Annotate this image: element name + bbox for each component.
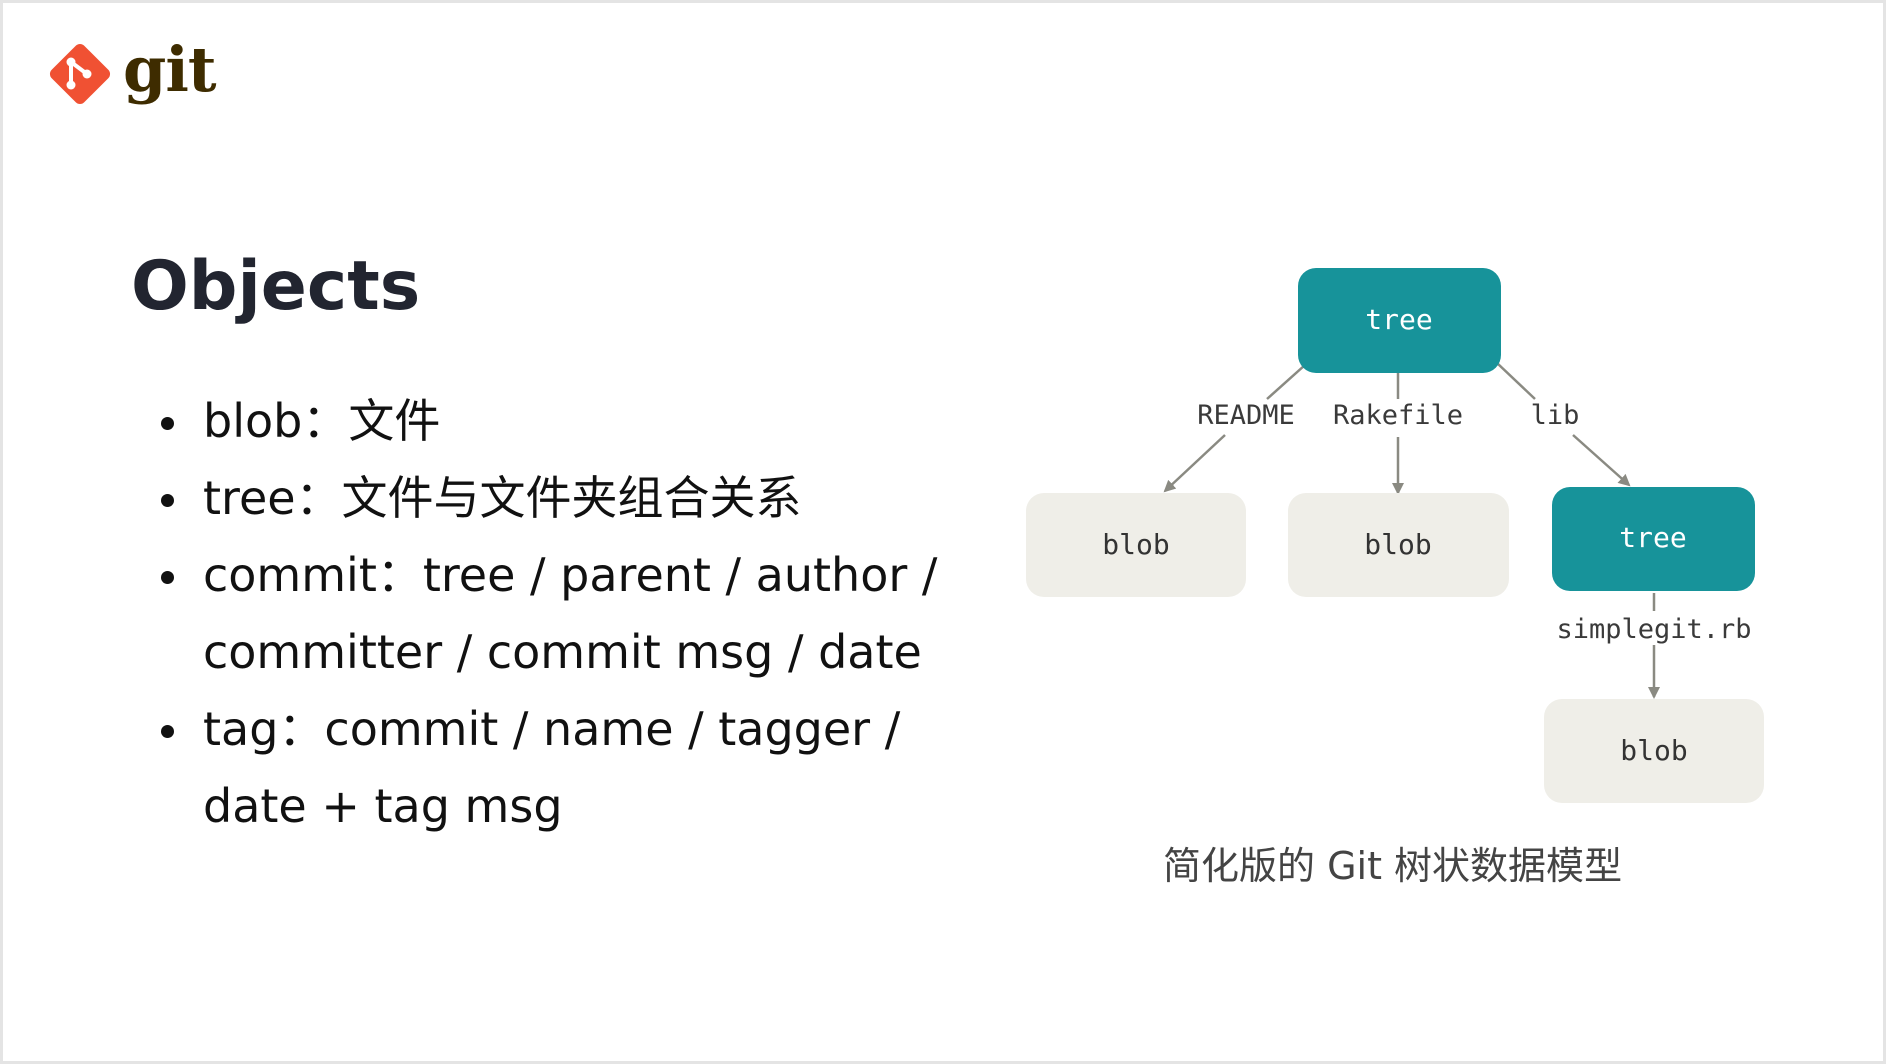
git-tree-diagram: README Rakefile lib simplegit.rb tree bl… bbox=[1026, 268, 1764, 803]
bullet-tree: tree：文件与文件夹组合关系 bbox=[161, 460, 961, 537]
rakefile-blob-label: blob bbox=[1364, 528, 1431, 561]
readme-blob-node: blob bbox=[1026, 493, 1246, 597]
lib-tree-label: tree bbox=[1619, 521, 1686, 554]
edge-readme: README bbox=[1163, 364, 1306, 493]
edge-label-rakefile: Rakefile bbox=[1333, 400, 1463, 431]
root-tree-node: tree bbox=[1298, 268, 1501, 373]
bullet-tag: tag：commit / name / tagger / date + tag … bbox=[161, 691, 961, 845]
git-diamond-icon bbox=[49, 43, 111, 105]
edge-simplegit: simplegit.rb bbox=[1556, 593, 1752, 699]
git-logo: git bbox=[47, 33, 217, 107]
simplegit-blob-label: blob bbox=[1620, 734, 1687, 767]
bullet-blob: blob：文件 bbox=[161, 383, 961, 460]
slide-title: Objects bbox=[131, 247, 421, 326]
root-tree-label: tree bbox=[1365, 303, 1432, 336]
diagram-caption: 简化版的 Git 树状数据模型 bbox=[1163, 844, 1623, 888]
simplegit-blob-node: blob bbox=[1544, 699, 1764, 803]
object-type-list: blob：文件 tree：文件与文件夹组合关系 commit：tree / pa… bbox=[161, 383, 961, 845]
edge-lib: lib bbox=[1496, 362, 1631, 487]
edge-rakefile: Rakefile bbox=[1333, 373, 1463, 495]
rakefile-blob-node: blob bbox=[1288, 493, 1509, 597]
bullet-commit: commit：tree / parent / author / committe… bbox=[161, 537, 961, 691]
lib-tree-node: tree bbox=[1552, 487, 1755, 591]
edge-label-readme: README bbox=[1197, 400, 1295, 431]
logo-wordmark: git bbox=[123, 33, 217, 106]
readme-blob-label: blob bbox=[1102, 528, 1169, 561]
edge-label-simplegit: simplegit.rb bbox=[1556, 614, 1751, 645]
edge-label-lib: lib bbox=[1531, 400, 1580, 431]
